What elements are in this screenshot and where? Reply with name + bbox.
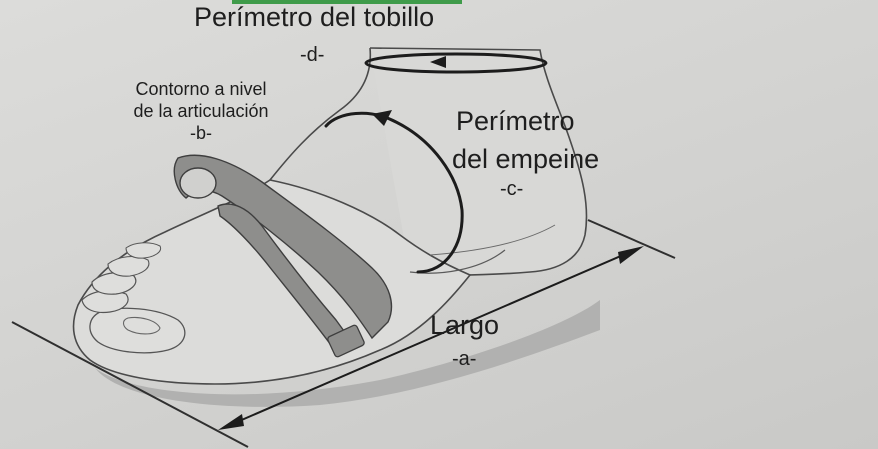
instep-loop-arrow [372,110,392,126]
ankle-perimeter-label: Perímetro del tobillo [194,2,435,32]
strap-buckle [327,324,365,358]
leg-front-outline [269,47,372,181]
heel-contour [429,224,556,256]
toe-fourth [107,255,150,277]
length-arrowhead-right [618,246,644,264]
ankle-code-label: -d- [300,44,325,66]
ankle-loop-arrow [430,56,446,68]
instep-perimeter-loop [324,111,464,274]
green-strip [232,0,462,4]
toe-fifth [125,242,162,259]
joint-contour-line2: de la articulación [133,101,269,121]
foot-shadow [95,300,600,407]
strap-ring [179,167,217,199]
toe-reference-line [11,321,249,448]
toe-big [89,307,186,354]
length-arrowhead-left [218,414,244,430]
joint-contour-line1: Contorno a nivel [135,79,267,99]
joint-contour-label: Contorno a nivel de la articulación -b- [112,78,290,144]
length-label: Largo [430,310,500,340]
joint-code-label: -b- [190,123,212,143]
toenail-big [122,316,161,335]
ankle-perimeter-loop [364,52,548,74]
heel-reference-line [587,219,676,259]
instep-code-label: -c- [500,178,524,200]
instep-line2-label: del empeine [452,144,600,174]
instep-line1-label: Perímetro [456,106,575,136]
length-arrow-shaft [229,251,631,426]
leg-outline [369,47,588,276]
length-code-label: -a- [452,348,477,370]
